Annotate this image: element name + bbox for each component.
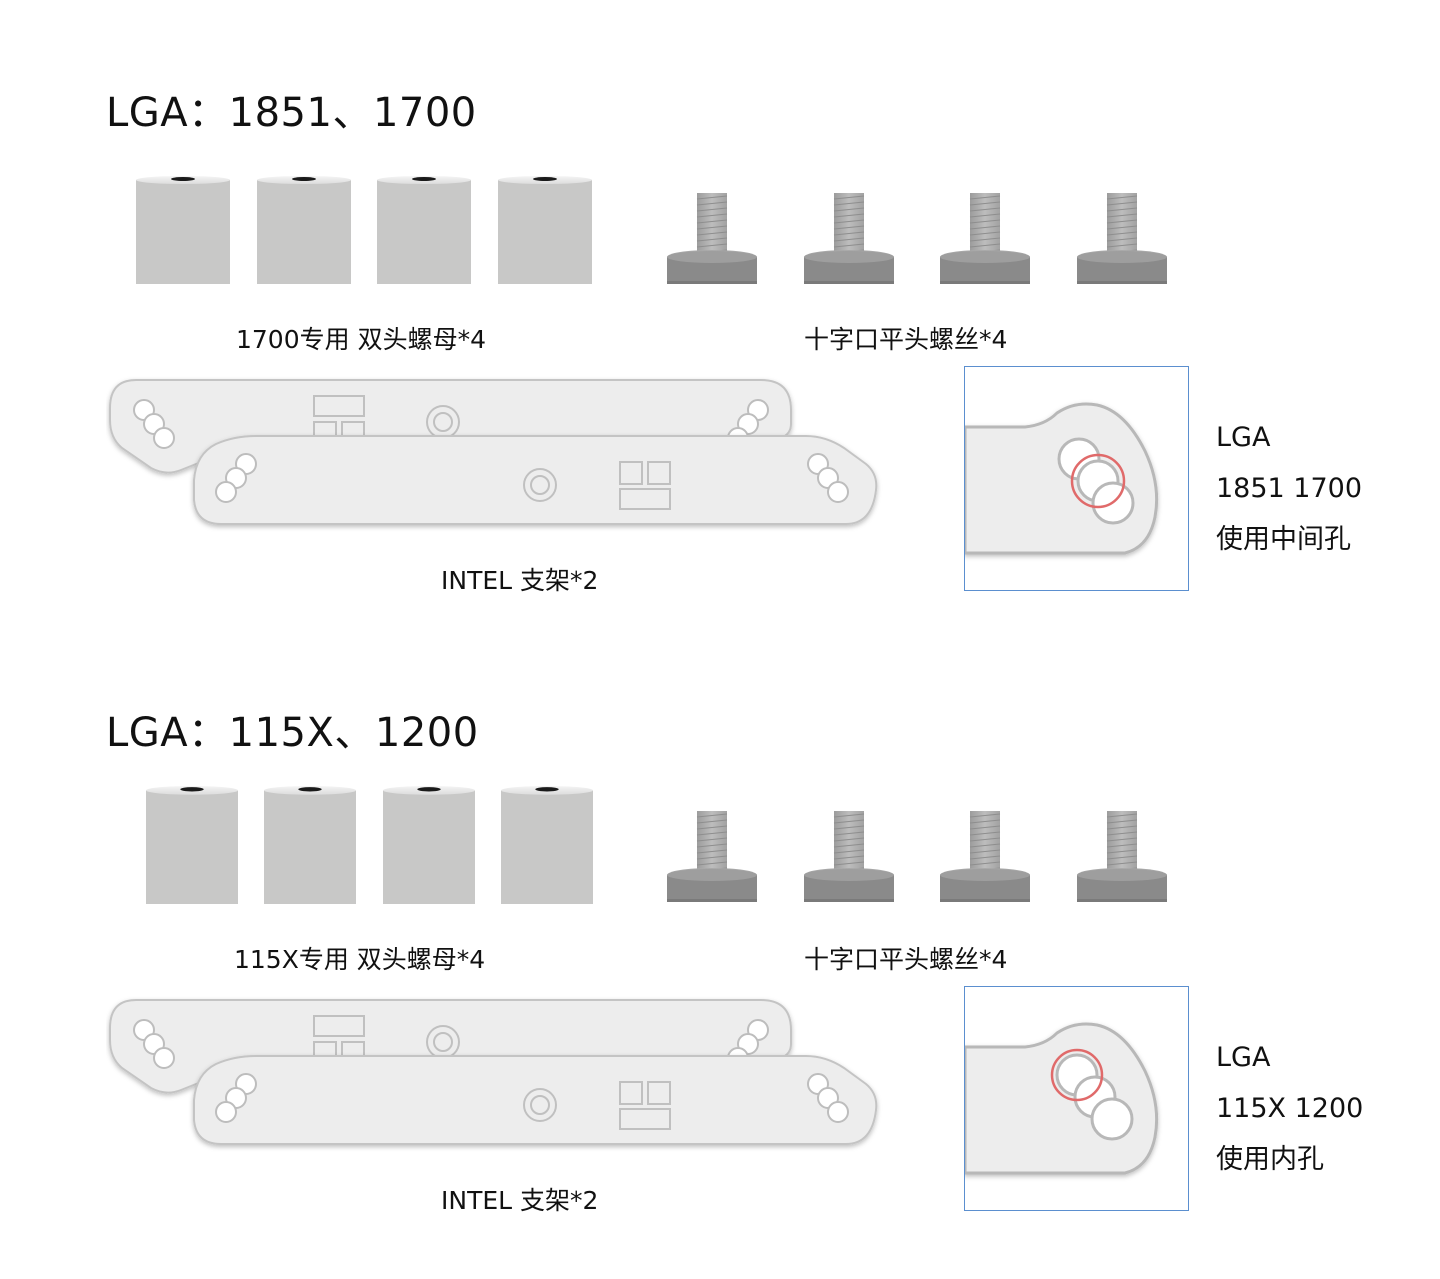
hole-detail-zoom xyxy=(964,366,1189,591)
bracket-caption: INTEL 支架*2 xyxy=(441,566,599,595)
flat-head-screw-icon xyxy=(667,811,757,905)
section-lga-1851-1700: LGA：1851、1700 1700专用 双头螺母*4 十字口平头螺丝*4 IN… xyxy=(106,90,1362,595)
highlight-ring-inner xyxy=(1050,1048,1104,1102)
standoff-nut-icon xyxy=(501,786,593,904)
standoff-nut-icon xyxy=(377,176,471,284)
screw-caption: 十字口平头螺丝*4 xyxy=(804,945,1008,974)
flat-head-screw-icon xyxy=(940,811,1030,905)
standoff-nut-icon xyxy=(257,176,351,284)
bracket-caption: INTEL 支架*2 xyxy=(441,1186,599,1215)
nut-caption: 115X专用 双头螺母*4 xyxy=(234,945,486,974)
usage-note: LGA 115X 1200 使用内孔 xyxy=(1216,1032,1363,1185)
hole-detail-zoom xyxy=(964,986,1189,1211)
flat-head-screw-icon xyxy=(1077,811,1167,905)
flat-head-screw-icon xyxy=(667,193,757,287)
intel-bracket-pair-illustration xyxy=(106,992,886,1157)
note-line: LGA xyxy=(1216,1042,1271,1073)
note-line: 115X 1200 xyxy=(1216,1093,1364,1124)
screw-caption: 十字口平头螺丝*4 xyxy=(804,325,1008,354)
standoff-nut-icon xyxy=(498,176,592,284)
nut-caption: 1700专用 双头螺母*4 xyxy=(236,325,486,354)
flat-head-screw-icon xyxy=(1077,193,1167,287)
usage-note: LGA 1851 1700 使用中间孔 xyxy=(1216,412,1362,565)
highlight-ring-middle xyxy=(1070,453,1126,509)
section-lga-115x-1200: LGA：115X、1200 115X专用 双头螺母*4 十字口平头螺丝*4 IN… xyxy=(0,620,1440,1260)
standoff-nut-icon xyxy=(136,176,230,284)
note-line: 1851 1700 xyxy=(1216,473,1363,504)
section-title: LGA：115X、1200 xyxy=(106,710,479,756)
flat-head-screw-icon xyxy=(804,193,894,287)
section-title: LGA：1851、1700 xyxy=(106,90,477,136)
standoff-nut-icon xyxy=(264,786,356,904)
note-line: 使用内孔 xyxy=(1216,1144,1324,1175)
bracket-hole-detail-icon xyxy=(965,987,1188,1210)
bracket-hole-detail-icon xyxy=(965,367,1188,590)
standoff-nut-icon xyxy=(383,786,475,904)
flat-head-screw-icon xyxy=(940,193,1030,287)
intel-bracket-pair-illustration xyxy=(106,372,886,537)
flat-head-screw-icon xyxy=(804,811,894,905)
note-line: LGA xyxy=(1216,422,1271,453)
standoff-nut-icon xyxy=(146,786,238,904)
note-line: 使用中间孔 xyxy=(1216,524,1351,555)
